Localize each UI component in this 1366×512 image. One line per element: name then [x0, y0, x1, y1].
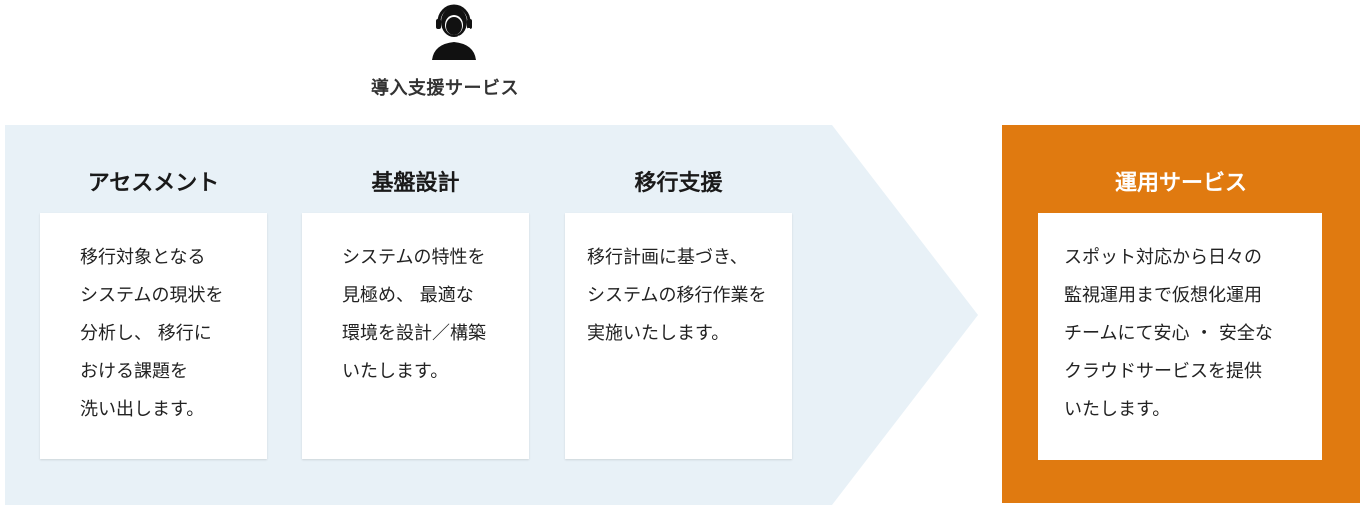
card-line: システムの現状を — [80, 285, 224, 306]
support-headset-person-icon — [424, 0, 484, 64]
operation-service-card: スポット対応から日々の 監視運用まで仮想化運用 チームにて安心 ・ 安全な クラ… — [1038, 213, 1322, 460]
card-assessment: 移行対象となる システムの現状を 分析し、 移行に おける課題を 洗い出します。 — [40, 213, 267, 459]
card-line: 分析し、 移行に — [80, 323, 212, 344]
column-title-infrastructure-design: 基盤設計 — [371, 171, 460, 196]
card-line: システムの特性を — [342, 247, 486, 268]
card-line: スポット対応から日々の — [1064, 247, 1262, 268]
card-line: 移行計画に基づき、 — [587, 247, 748, 268]
card-line: いたします。 — [342, 361, 449, 382]
header-label: 導入支援サービス — [371, 78, 519, 99]
card-line: 環境を設計／構築 — [342, 323, 486, 344]
card-line: システムの移行作業を — [587, 285, 767, 306]
card-line: 洗い出します。 — [80, 399, 205, 420]
column-title-assessment: アセスメント — [87, 171, 220, 196]
column-title-migration-support: 移行支援 — [634, 171, 723, 196]
operation-service-title: 運用サービス — [1114, 171, 1247, 196]
card-migration-support: 移行計画に基づき、 システムの移行作業を 実施いたします。 — [565, 213, 792, 459]
card-infrastructure-design: システムの特性を 見極め、 最適な 環境を設計／構築 いたします。 — [302, 213, 529, 459]
card-line: チームにて安心 ・ 安全な — [1064, 323, 1273, 344]
card-line: おける課題を — [80, 361, 188, 382]
card-line: 見極め、 最適な — [342, 285, 474, 306]
card-line: 移行対象となる — [80, 247, 206, 268]
card-line: いたします。 — [1064, 399, 1171, 420]
card-line: 監視運用まで仮想化運用 — [1064, 285, 1262, 306]
card-line: 実施いたします。 — [587, 323, 730, 344]
card-line: クラウドサービスを提供 — [1064, 361, 1262, 382]
